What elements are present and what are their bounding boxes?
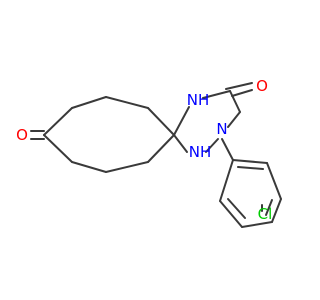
cyclohexanone-ring — [43, 96, 175, 173]
bond — [173, 134, 188, 153]
bond — [232, 159, 268, 164]
molecule-structure: O O NH NH N Cl — [16, 77, 282, 228]
bond — [241, 221, 273, 228]
bond — [225, 82, 253, 90]
bond — [43, 134, 73, 163]
bond — [105, 96, 149, 109]
triazolone-ring — [173, 90, 241, 153]
bond — [71, 96, 107, 109]
nh-bottom-label: NH — [189, 143, 212, 161]
bond — [205, 138, 219, 153]
ketone-oxygen-label: O — [16, 126, 28, 144]
nh-top-label: NH — [187, 91, 210, 109]
ketone-double-bond — [30, 130, 45, 140]
bond — [147, 134, 175, 163]
bond — [147, 107, 175, 136]
bond — [265, 199, 273, 216]
bond — [231, 89, 253, 97]
bond — [173, 106, 190, 136]
chlorine-label: Cl — [258, 205, 273, 223]
bond — [105, 161, 149, 173]
bond — [227, 198, 246, 219]
bond — [71, 161, 107, 173]
bond — [219, 159, 234, 202]
amide-oxygen-label: O — [256, 77, 268, 95]
bond — [227, 111, 241, 128]
bond — [266, 162, 282, 200]
bond — [237, 166, 264, 170]
bond — [43, 107, 73, 136]
bond — [221, 138, 234, 161]
bond — [271, 198, 282, 223]
bond — [229, 90, 241, 113]
bond — [219, 200, 243, 228]
amide-double-bond — [225, 82, 253, 97]
chlorophenyl-ring — [219, 159, 282, 228]
bond — [202, 90, 231, 99]
n-aryl-label: N — [216, 120, 227, 138]
